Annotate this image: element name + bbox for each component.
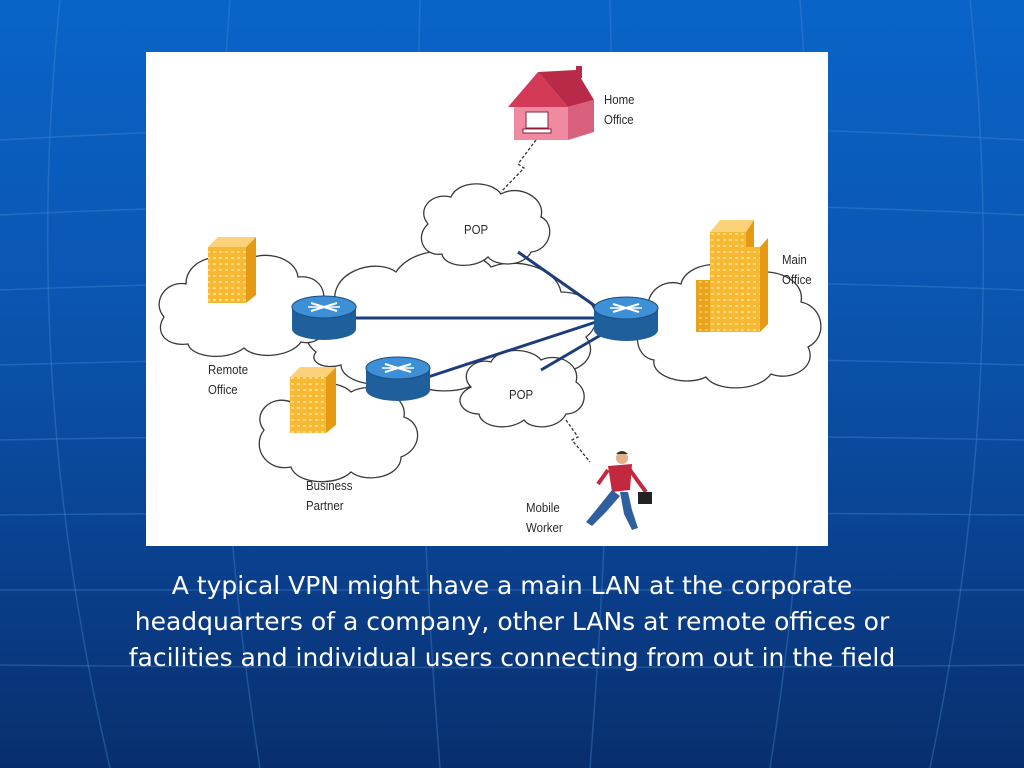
home-office-house-icon: [508, 66, 594, 140]
business-partner-building-icon: [290, 367, 336, 433]
pop-bottom-cloud: [459, 349, 585, 428]
caption-line-1: A typical VPN might have a main LAN at t…: [171, 571, 853, 600]
remote-office-router: [291, 295, 357, 340]
mobile-worker-label: Mobile Worker: [526, 500, 563, 535]
business-partner-router: [365, 356, 431, 401]
link-poptop-main: [517, 250, 599, 310]
pop-top-cloud: [420, 183, 551, 266]
remote-office-building-icon: [208, 237, 256, 303]
main-office-building-icon: [696, 220, 768, 332]
pop-bottom-label: POP: [509, 387, 534, 402]
mobile-worker-dialup-link: [565, 419, 591, 463]
vpn-diagram: Home Office Main Office Remote Office Bu…: [146, 52, 828, 546]
vpn-diagram-canvas: [158, 66, 822, 530]
pop-top-label: POP: [464, 222, 489, 237]
home-office-dialup-link: [500, 139, 537, 193]
caption-line-3: facilities and individual users connecti…: [128, 643, 896, 672]
link-popbottom-main: [540, 330, 607, 372]
mobile-worker-person-icon: [586, 451, 652, 530]
slide-caption: A typical VPN might have a main LAN at t…: [40, 568, 984, 676]
link-partner-main: [427, 320, 597, 379]
home-office-label: Home Office: [604, 92, 635, 127]
business-partner-label: Business Partner: [306, 478, 353, 513]
main-office-router: [593, 296, 659, 341]
remote-office-label: Remote Office: [208, 362, 249, 397]
caption-line-2: headquarters of a company, other LANs at…: [134, 607, 890, 636]
main-office-label: Main Office: [782, 252, 812, 287]
